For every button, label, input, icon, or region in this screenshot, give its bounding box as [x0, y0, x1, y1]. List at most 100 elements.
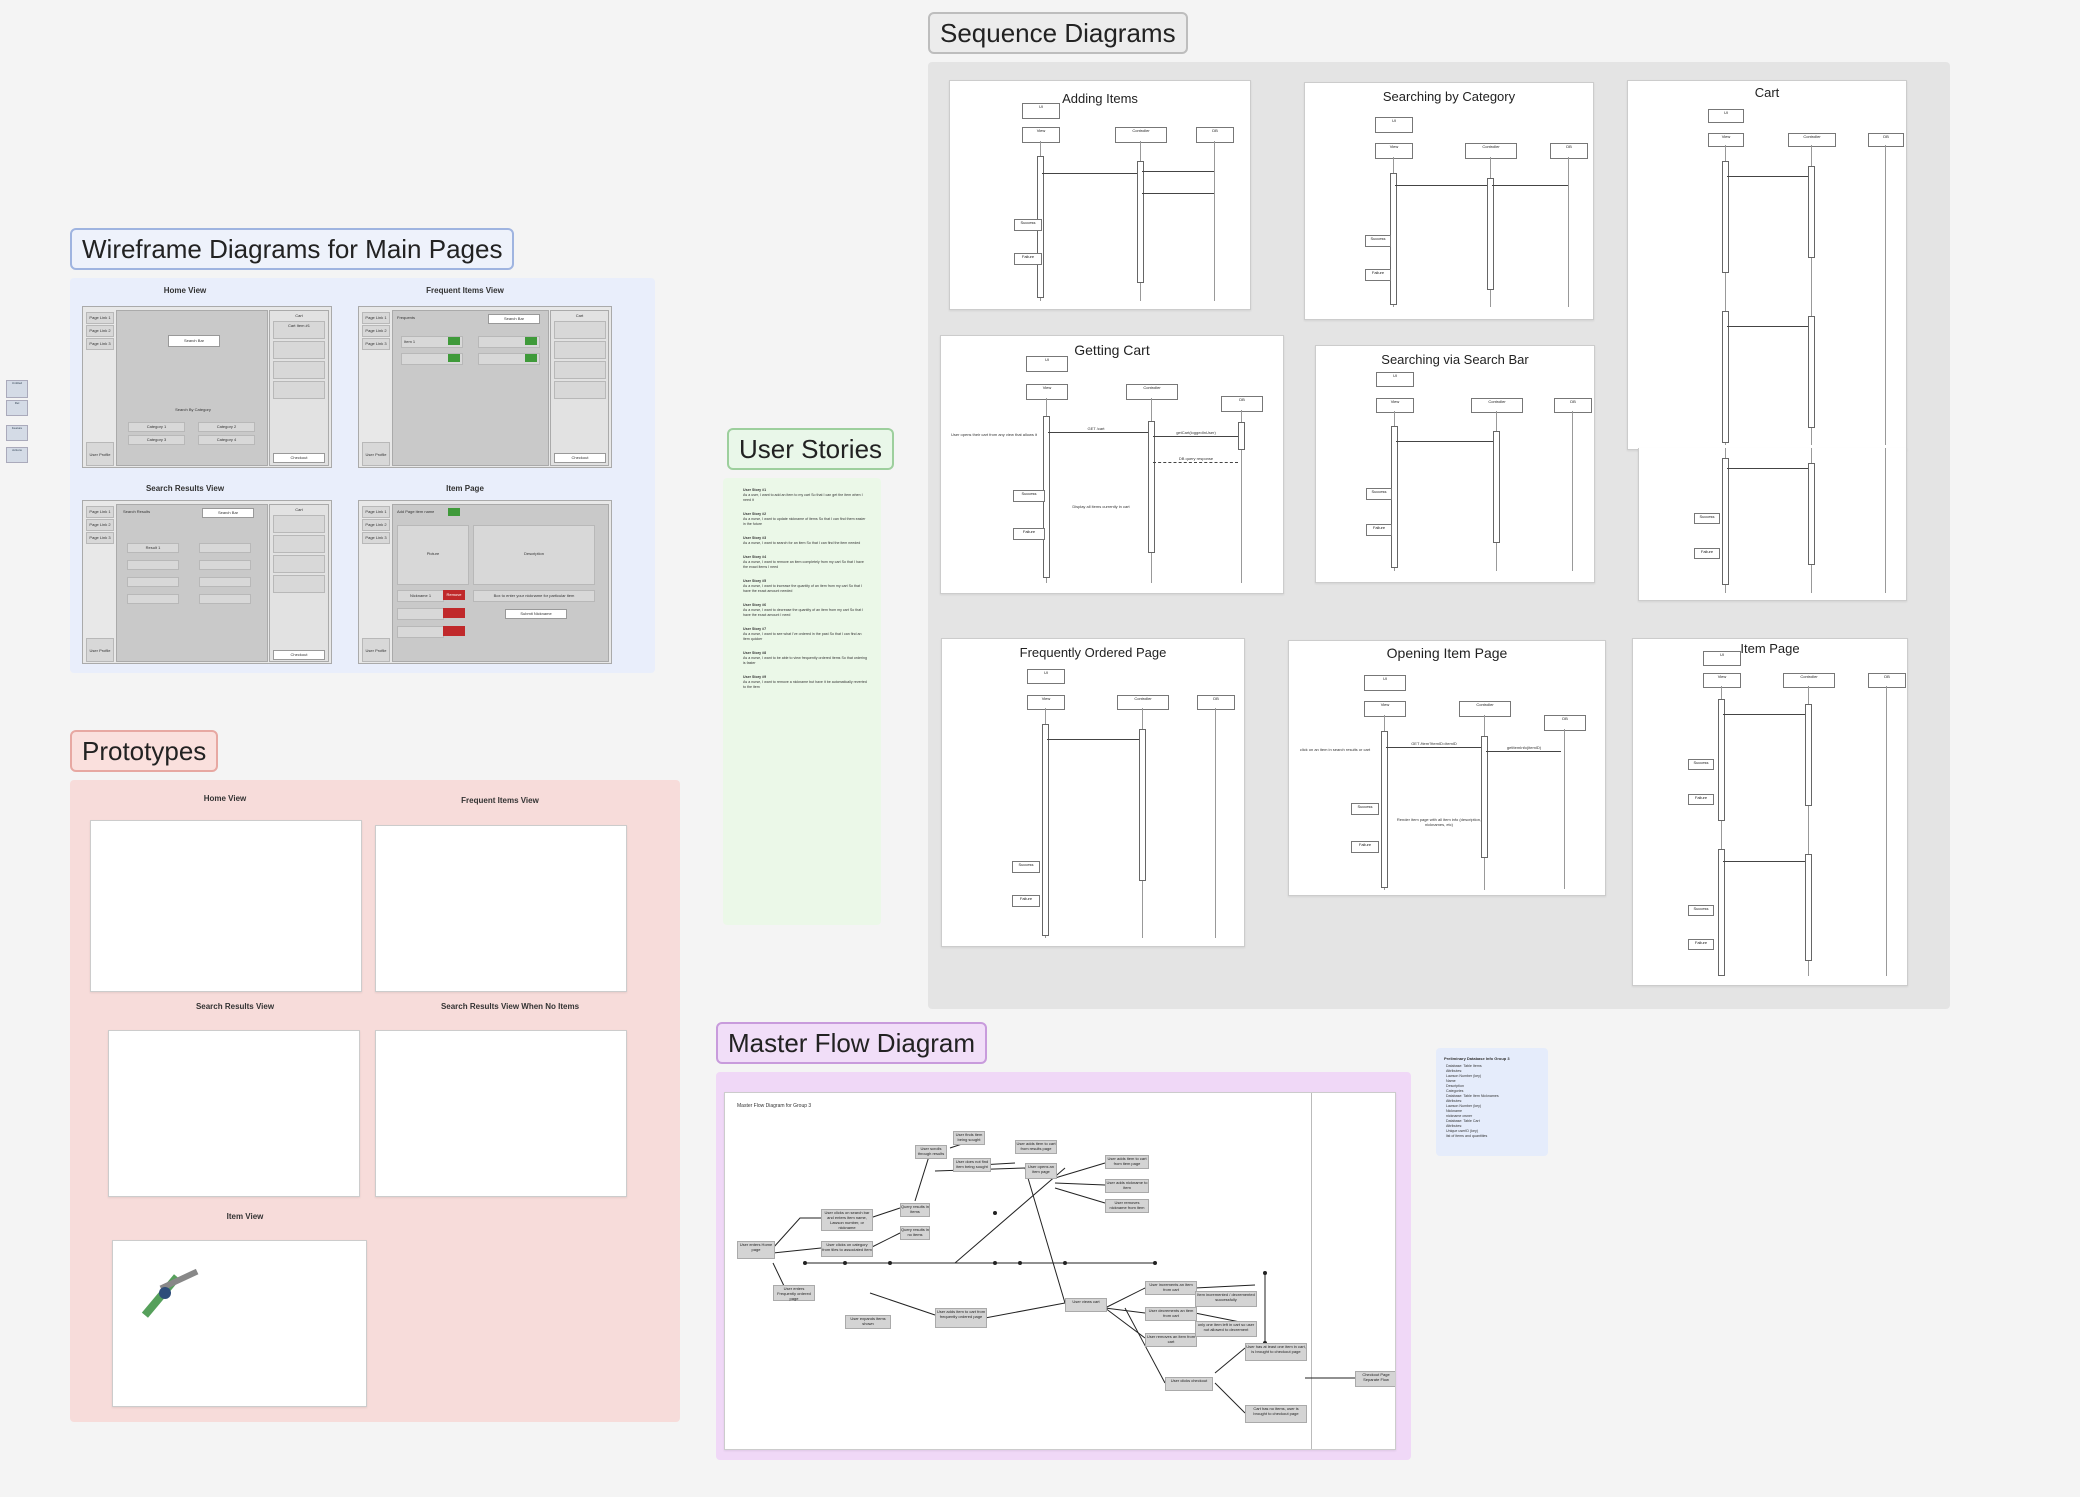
- seq-frequent[interactable]: Frequently Ordered Page UI View Controll…: [941, 638, 1245, 947]
- mf-qty-not-allowed[interactable]: only one item left in cart so user not a…: [1195, 1321, 1257, 1337]
- wf-freq-link[interactable]: Page Link 2: [362, 325, 390, 337]
- mf-decr[interactable]: User decrements an item from cart: [1145, 1307, 1197, 1321]
- mf-expands[interactable]: User expands items shown: [845, 1315, 891, 1329]
- wf-item-remove[interactable]: Remove: [443, 590, 465, 600]
- proto-home-card[interactable]: [90, 820, 362, 992]
- proto-search-card[interactable]: [108, 1030, 360, 1197]
- proto-item-card[interactable]: [112, 1240, 367, 1407]
- wf-freq-add[interactable]: [448, 337, 460, 345]
- mf-search-bar[interactable]: User clicks on search bar and enters ite…: [821, 1209, 873, 1231]
- user-story-title: User Story #2: [743, 512, 767, 516]
- wf-freq-link[interactable]: Page Link 1: [362, 312, 390, 324]
- db-info-line: Unique userID (key): [1446, 1129, 1478, 1133]
- user-story-title: User Story #8: [743, 651, 767, 655]
- mf-checkout[interactable]: User clicks checkout: [1165, 1377, 1213, 1391]
- mf-not-find[interactable]: User does not find item being sought: [953, 1158, 991, 1172]
- wf-home-cat[interactable]: Category 4: [198, 435, 255, 445]
- mf-finds[interactable]: User finds item being sought: [953, 1131, 985, 1145]
- wf-home-cat[interactable]: Category 2: [198, 422, 255, 432]
- wf-freq-add[interactable]: [448, 354, 460, 362]
- mf-query-items[interactable]: Query results in items: [900, 1203, 930, 1217]
- wf-freq-checkout[interactable]: Checkout: [554, 453, 606, 463]
- mf-incr[interactable]: User increments an item from cart: [1145, 1281, 1197, 1295]
- wf-freq-add[interactable]: [525, 337, 537, 345]
- seq-searching-category[interactable]: Searching by Category UI View Controller…: [1304, 82, 1594, 320]
- proto-search-none-title: Search Results View When No Items: [440, 1002, 580, 1011]
- mf-increment-allowed[interactable]: Item incremented / decremented successfu…: [1195, 1291, 1257, 1307]
- tool-item-2[interactable]: Rel: [6, 400, 28, 416]
- wf-item-add[interactable]: [448, 508, 460, 516]
- user-story-title: User Story #5: [743, 579, 767, 583]
- db-info-line: Description: [1446, 1084, 1464, 1088]
- mf-least-one[interactable]: User has at least one item in cart, is b…: [1245, 1343, 1307, 1361]
- db-info-line: Database: Table Cart: [1446, 1119, 1480, 1123]
- tool-item-4[interactable]: Actions: [6, 447, 28, 463]
- db-info-line: Database: Table Item Nicknames: [1446, 1094, 1499, 1098]
- user-stories-label: User Stories: [727, 428, 895, 470]
- mf-adds-freq[interactable]: User adds item to cart from frequently o…: [935, 1308, 987, 1328]
- mf-adds-item[interactable]: User adds item to cart from item page: [1105, 1155, 1149, 1169]
- db-info-line: Database: Table Items: [1446, 1064, 1482, 1068]
- wf-item-remove[interactable]: [443, 626, 465, 636]
- prototypes-section-label: Prototypes: [70, 730, 219, 772]
- seq-getting-cart[interactable]: Getting Cart UI View Controller DB User …: [940, 335, 1284, 594]
- wf-home-link[interactable]: Page Link 3: [86, 338, 114, 350]
- mf-opens[interactable]: User opens an item page: [1025, 1163, 1057, 1179]
- mf-no-items[interactable]: Cart has no items, user is brought to ch…: [1245, 1405, 1307, 1423]
- seq-item-page[interactable]: Item Page UI View Controller DB Success …: [1632, 638, 1908, 986]
- db-info-line: Attributes:: [1446, 1124, 1463, 1128]
- seq-opening-item[interactable]: Opening Item Page UI View Controller DB …: [1288, 640, 1606, 896]
- user-story-body: As a nurse, I want to remove an item com…: [743, 560, 864, 569]
- db-info-line: nickname owner: [1446, 1114, 1473, 1118]
- mf-category[interactable]: User clicks on category from tiles to as…: [821, 1241, 873, 1257]
- wf-item-submit[interactable]: Submit Nickname: [505, 609, 567, 619]
- wf-home-link[interactable]: Page Link 1: [86, 312, 114, 324]
- user-story-body: As a nurse, I want to update nickname of…: [743, 517, 866, 526]
- mf-separate[interactable]: Checkout Page Separate Flow: [1355, 1371, 1395, 1387]
- mf-adds-results[interactable]: User adds item to cart from results page: [1015, 1140, 1057, 1154]
- wf-home-cat[interactable]: Category 1: [128, 422, 185, 432]
- mf-query-none[interactable]: Query results in no items: [900, 1226, 930, 1240]
- mf-frequent[interactable]: User enters Frequently ordered page: [773, 1285, 815, 1301]
- db-info-line: Categories: [1446, 1089, 1464, 1093]
- seq-adding-items[interactable]: Adding Items UI View Controller DB Succe…: [949, 80, 1251, 310]
- tool-item-3[interactable]: Feature: [6, 425, 28, 441]
- mf-views-cart[interactable]: User views cart: [1065, 1298, 1107, 1312]
- user-story-title: User Story #7: [743, 627, 767, 631]
- proto-item-title: Item View: [226, 1212, 264, 1221]
- mf-enters-home[interactable]: User enters Home page: [737, 1241, 775, 1259]
- proto-home-title: Home View: [203, 794, 247, 803]
- proto-search-none-card[interactable]: [375, 1030, 627, 1197]
- wf-home-profile[interactable]: User Profile: [86, 442, 114, 466]
- wireframe-section-label: Wireframe Diagrams for Main Pages: [70, 228, 515, 270]
- wf-home-checkout[interactable]: Checkout: [273, 453, 325, 463]
- mf-removes-nick[interactable]: User removes nickname from item: [1105, 1199, 1149, 1213]
- wf-freq-link[interactable]: Page Link 3: [362, 338, 390, 350]
- wf-home-title: Home View: [163, 286, 207, 295]
- user-story-title: User Story #6: [743, 603, 767, 607]
- proto-freq-card[interactable]: [375, 825, 627, 992]
- wf-home-cat[interactable]: Category 3: [128, 435, 185, 445]
- wf-freq-profile[interactable]: User Profile: [362, 442, 390, 466]
- mf-remove[interactable]: User removes an item from cart: [1145, 1333, 1197, 1347]
- wf-home-link[interactable]: Page Link 2: [86, 325, 114, 337]
- seq-cart-continued: Success Failure: [1638, 448, 1907, 601]
- tool-item-1[interactable]: Untitled: [6, 380, 28, 398]
- seq-cart[interactable]: Cart UI View Controller DB: [1627, 80, 1907, 450]
- proto-item-image: [141, 1268, 199, 1318]
- seq-search-bar[interactable]: Searching via Search Bar UI View Control…: [1315, 345, 1595, 583]
- wf-item-remove[interactable]: [443, 608, 465, 618]
- mf-nickname[interactable]: User adds nickname to item: [1105, 1179, 1149, 1193]
- master-flow-card[interactable]: Master Flow Diagram for Group 3: [724, 1092, 1396, 1450]
- wf-frequent-title: Frequent Items View: [426, 286, 504, 295]
- proto-search-title: Search Results View: [195, 1002, 275, 1011]
- wf-home-search[interactable]: Search Bar: [168, 335, 220, 347]
- wf-freq-add[interactable]: [525, 354, 537, 362]
- mf-scrolls[interactable]: User scrolls through results: [915, 1145, 947, 1159]
